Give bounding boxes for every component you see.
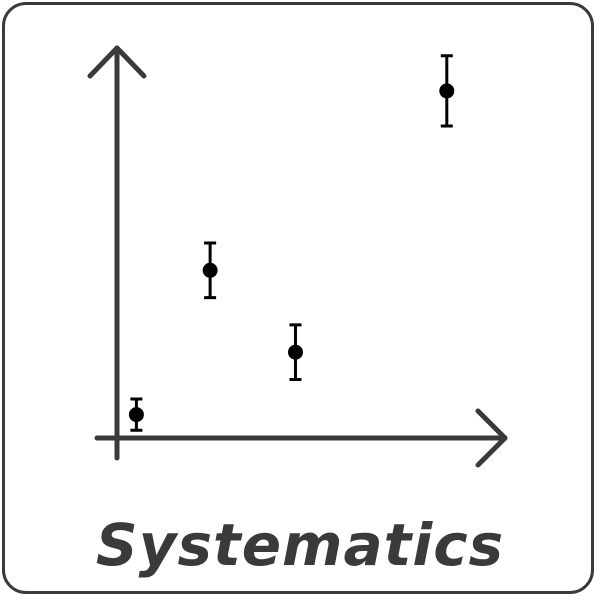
- y-axis-arrow-head: [87, 45, 147, 79]
- data-marks: [128, 54, 455, 432]
- data-point-2: [202, 241, 218, 300]
- point-marker-1: [128, 407, 144, 423]
- point-marker-2: [202, 262, 218, 278]
- axes: [87, 45, 508, 468]
- point-marker-3: [287, 344, 303, 360]
- data-point-4: [439, 54, 455, 128]
- icon-card: [2, 2, 594, 594]
- point-marker-4: [439, 83, 455, 99]
- data-point-3: [287, 323, 303, 381]
- data-point-1: [128, 397, 144, 432]
- x-axis-arrow-head: [475, 408, 508, 468]
- caption-title: Systematics: [95, 511, 505, 579]
